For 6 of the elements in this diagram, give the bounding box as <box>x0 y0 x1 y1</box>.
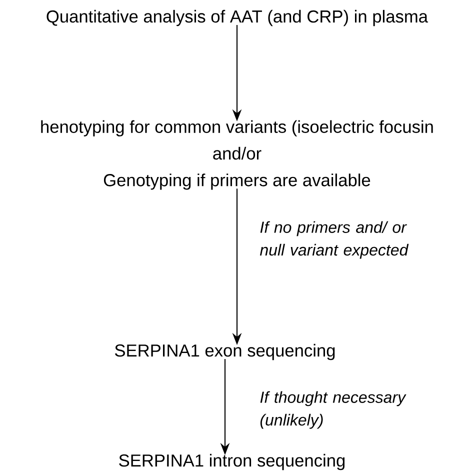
step-text: Quantitative analysis of AAT (and CRP) in plasma <box>46 10 428 26</box>
step-text: SERPINA1 intron sequencing <box>119 454 345 470</box>
edge-label: If thought necessary (unlikely) <box>260 391 406 429</box>
edge-label: If no primers and/ or null variant expected <box>260 221 409 259</box>
step-text: SERPINA1 exon sequencing <box>114 344 335 360</box>
step-text: henotyping for common variants (isoelectric focusin and/or Genotyping if primers are available <box>41 120 433 190</box>
